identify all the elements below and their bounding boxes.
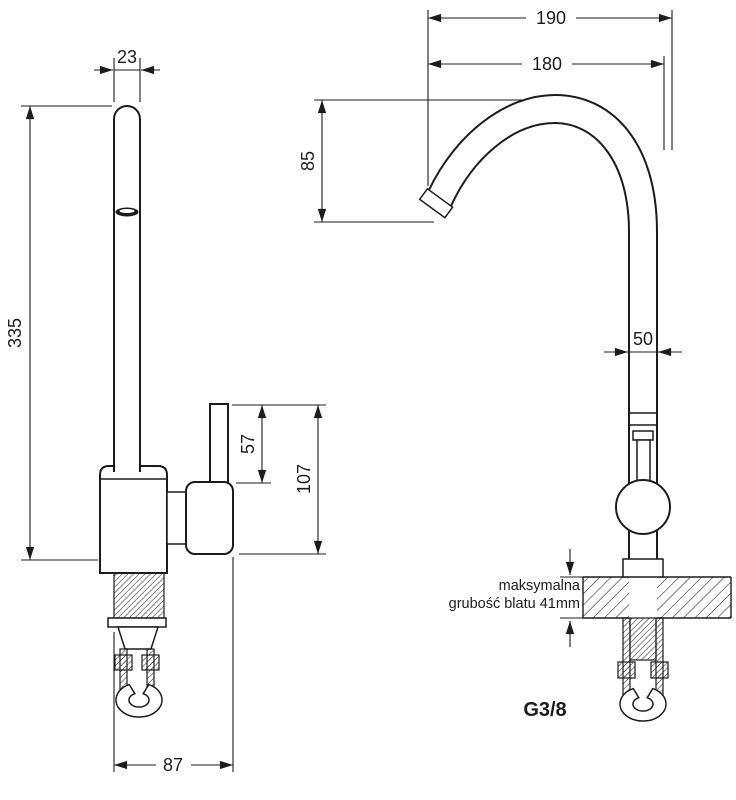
front-handle-stem: [636, 439, 651, 483]
front-stud-right: [655, 617, 664, 699]
side-nut-right: [141, 654, 160, 671]
side-flange: [107, 617, 167, 628]
dim-total-height-label: 335: [5, 318, 25, 348]
side-riser-pipe: [113, 105, 141, 472]
side-threaded-shank: [113, 572, 165, 619]
dim-total-height: 335: [5, 105, 112, 561]
front-faucet-outline: [418, 93, 671, 578]
side-body: [99, 465, 168, 574]
counter-note-line1: maksymalna: [499, 578, 581, 594]
dim-spout-width-label: 23: [117, 47, 137, 67]
dim-handle-total-label: 107: [294, 464, 314, 494]
side-handle-boss: [166, 491, 187, 545]
front-handle-cap: [632, 430, 654, 441]
side-horseshoe-washer: [115, 683, 163, 718]
dim-reach-inner: 180: [428, 54, 665, 150]
front-threaded-shank: [629, 617, 657, 661]
side-clamp: [116, 626, 160, 650]
front-horseshoe-washer: [619, 687, 667, 722]
thread-size-label: G3/8: [523, 699, 566, 721]
front-handle-knob: [615, 479, 671, 535]
dim-spout-clearance-label: 85: [298, 151, 318, 171]
side-handle-stem: [209, 403, 229, 487]
front-nut-left: [617, 661, 636, 679]
dim-spout-width: 23: [94, 47, 160, 102]
spout-tip-aerator: [418, 187, 454, 219]
dim-spout-clearance: 85: [298, 99, 524, 223]
dim-body-diameter: 50: [604, 329, 682, 357]
dim-base-depth: 87: [113, 557, 234, 775]
side-faucet-outline: [99, 105, 234, 619]
dim-reach-top: 190: [427, 8, 673, 186]
spout-inner-curve: [450, 121, 630, 577]
side-handle-base: [185, 481, 234, 555]
dim-handle-total: 107: [239, 405, 326, 555]
front-escutcheon: [622, 558, 664, 578]
dim-base-depth-label: 87: [163, 755, 183, 775]
dim-handle-upper-label: 57: [238, 434, 258, 454]
front-nut-right: [650, 661, 669, 679]
front-stud-left: [622, 617, 631, 699]
front-mounting-hardware: G3/8: [523, 617, 669, 722]
side-mounting-hardware: [107, 617, 167, 718]
counter-body-mask: [629, 576, 657, 619]
dim-handle-upper: 57: [232, 404, 326, 484]
spout-outer-curve: [428, 93, 658, 577]
side-view: 23 335 57 107 87: [5, 47, 326, 775]
counter-note-line2: grubość blatu 41mm: [449, 596, 580, 612]
side-nut-left: [114, 654, 133, 671]
front-counter: maksymalna grubość blatu 41mm: [449, 549, 732, 647]
front-view: maksymalna grubość blatu 41mm G3/8: [298, 8, 732, 722]
side-spout-outlet-inner: [119, 209, 135, 213]
dim-reach-inner-label: 180: [532, 54, 562, 74]
dim-reach-top-label: 190: [536, 8, 566, 28]
dim-body-diameter-label: 50: [633, 329, 653, 349]
